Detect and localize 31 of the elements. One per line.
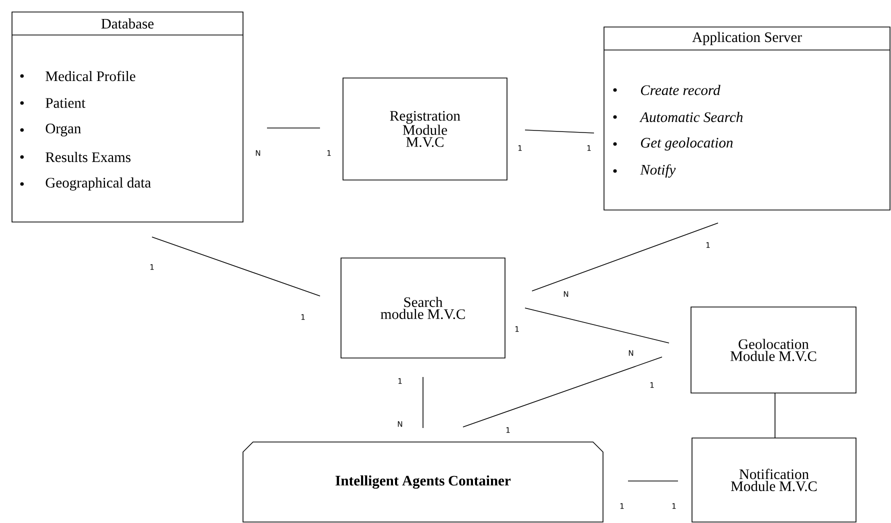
- box-text: Intelligent Agents Container: [336, 475, 511, 489]
- connector-line: [628, 480, 678, 482]
- connector-line: [524, 308, 670, 344]
- module-box: [342, 78, 508, 180]
- list-item: Create record: [641, 84, 720, 96]
- list-item: Geographical data: [46, 177, 151, 191]
- connector-line: [152, 236, 320, 296]
- header-text: Database: [101, 18, 154, 29]
- list-item: Automatic Search: [639, 112, 743, 122]
- list-item: Organ: [46, 124, 81, 136]
- connector-line: [524, 130, 594, 134]
- module-box: [690, 306, 856, 394]
- header-text: Application Server: [692, 32, 802, 46]
- connector-line: [422, 376, 424, 428]
- list-item: Notify: [640, 164, 676, 178]
- box-text: Notification Module M.V.C: [731, 468, 817, 492]
- connector-line: [462, 356, 662, 428]
- container-box: [242, 442, 604, 522]
- server-box: [604, 26, 890, 210]
- connector-line: [532, 222, 718, 292]
- list-item: Medical Profile: [46, 70, 136, 82]
- list-item: Results Exams: [46, 152, 130, 162]
- module-box: [340, 258, 506, 358]
- list-item: Patient: [46, 98, 86, 108]
- connector-line: [774, 392, 776, 438]
- box-text: Geolocation Module M.V.C: [730, 338, 816, 362]
- module-box: [692, 438, 856, 522]
- list-item: Get geolocation: [641, 137, 733, 151]
- box-text: Registration Module M.V.C: [390, 111, 460, 147]
- database-box: [12, 12, 244, 222]
- box-text: Search module M.V.C: [380, 296, 465, 320]
